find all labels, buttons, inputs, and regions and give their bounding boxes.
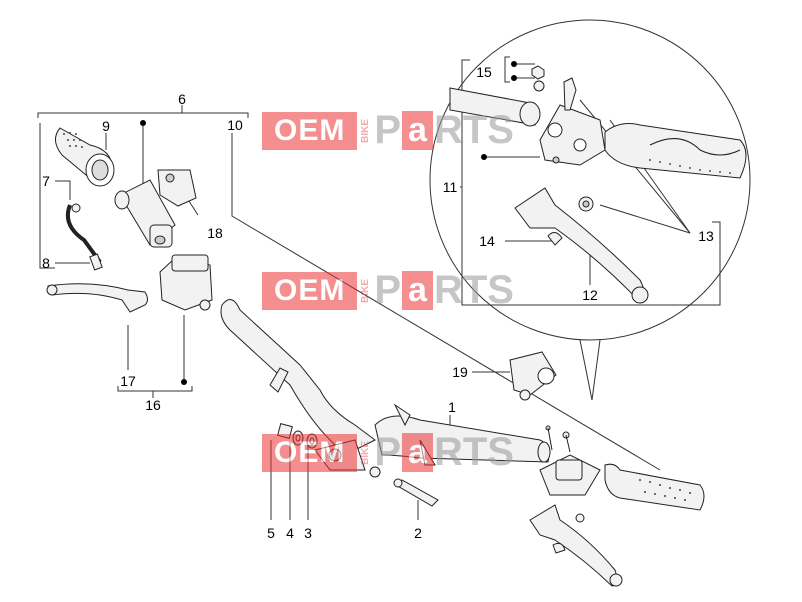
callout-2: 2 — [414, 525, 422, 541]
cable-7 — [65, 203, 103, 271]
callout-8: 8 — [42, 255, 50, 271]
throttle-tube — [114, 179, 176, 248]
right-grip-assembly — [529, 425, 705, 587]
callout-19: 19 — [452, 364, 468, 380]
callout-10: 10 — [227, 117, 243, 133]
callout-15: 15 — [476, 64, 492, 80]
callout-5: 5 — [267, 525, 275, 541]
detail-assembly — [449, 65, 747, 304]
master-cyl-16 — [159, 254, 213, 311]
callout-9: 9 — [102, 118, 110, 134]
watermark-middle: OEM BIKE P a RTS — [262, 268, 514, 313]
detail-circle — [429, 19, 751, 341]
callout-4: 4 — [286, 525, 294, 541]
switch-cover-18 — [157, 169, 197, 207]
callout-14: 14 — [479, 233, 495, 249]
callout-11: 11 — [443, 179, 458, 195]
callout-6: 6 — [178, 91, 186, 107]
callout-18: 18 — [207, 225, 223, 241]
callout-7: 7 — [42, 173, 50, 189]
clamp-19 — [509, 351, 557, 401]
callout-3: 3 — [304, 525, 312, 541]
callout-13: 13 — [698, 228, 714, 244]
callout-12: 12 — [582, 287, 598, 303]
bolt-2 — [393, 478, 439, 507]
watermark-bottom: OEM BIKE P a RTS — [262, 430, 514, 475]
callout-16: 16 — [145, 397, 161, 413]
bracket-16 — [117, 386, 193, 392]
callout-1: 1 — [448, 399, 456, 415]
lever-17 — [46, 283, 148, 313]
grip-left — [55, 127, 115, 187]
watermark-top: OEM BIKE P a RTS — [262, 108, 514, 153]
callout-17: 17 — [120, 373, 136, 389]
bracket-6 — [37, 112, 249, 118]
